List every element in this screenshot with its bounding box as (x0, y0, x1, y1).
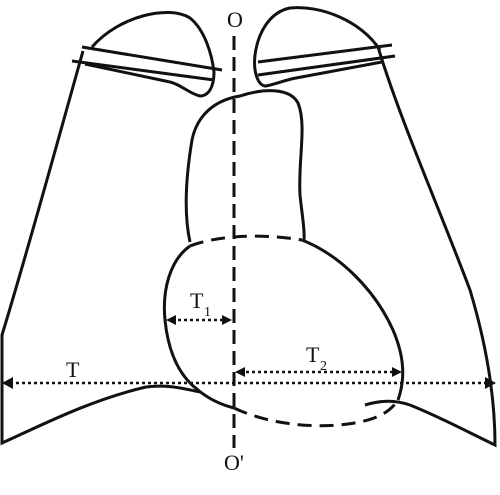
right-heart-width-left-arrow (235, 367, 245, 377)
right-heart-width-label: T (306, 342, 320, 367)
axis-top-label: O (227, 7, 243, 32)
left-thorax-outline (0, 50, 201, 446)
left-heart-width-label: T (190, 288, 204, 313)
axis-bottom-label: O' (224, 450, 244, 475)
total-width-right-arrow (485, 377, 496, 389)
heart-right-border (301, 238, 405, 401)
left-heart-width-left-arrow (166, 315, 176, 325)
total-width-label: T (66, 357, 80, 382)
left-lung-apex (84, 10, 216, 98)
mediastinum-outline (184, 89, 306, 243)
right-thorax-outline (364, 46, 497, 448)
right-clavicle (257, 43, 396, 77)
right-heart-width-subscript: 2 (320, 359, 327, 374)
heart-upper-boundary (189, 234, 303, 248)
right-heart-width-right-arrow (392, 367, 402, 377)
heart-lower-boundary (233, 399, 400, 428)
heart-left-border (162, 244, 235, 410)
left-heart-width-right-arrow (222, 315, 232, 325)
left-heart-width-subscript: 1 (204, 305, 211, 320)
left-clavicle (71, 45, 223, 82)
total-width-left-arrow (2, 377, 13, 389)
right-lung-apex (253, 6, 383, 88)
